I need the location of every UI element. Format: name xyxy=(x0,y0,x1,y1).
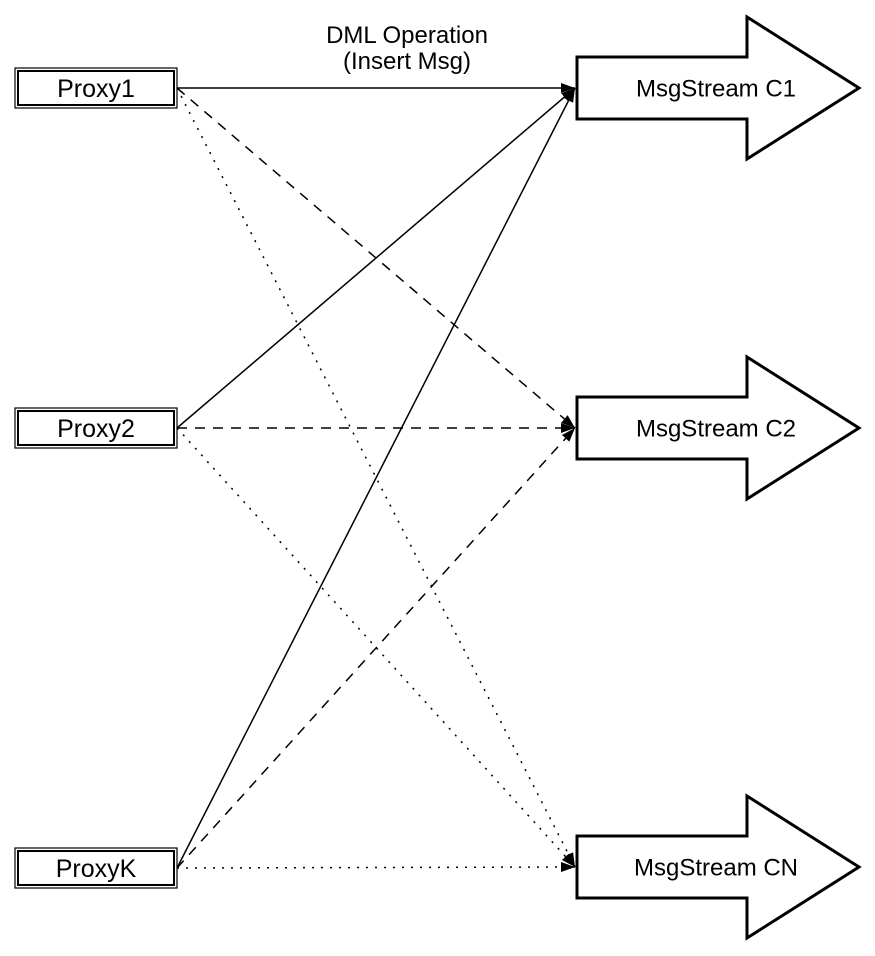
proxy-label: ProxyK xyxy=(56,855,137,883)
edge-proxyk-cn xyxy=(176,862,576,873)
stream-node-cn: MsgStream CN xyxy=(575,793,862,941)
block-arrow-shape xyxy=(575,354,862,502)
dml-operation-label-line1: DML Operation xyxy=(326,22,488,49)
block-arrow-shape xyxy=(575,793,862,941)
proxy-box-inner xyxy=(17,850,175,886)
proxy-box-outer xyxy=(14,847,178,889)
edges-layer xyxy=(176,83,576,873)
dml-operation-label-line2: (Insert Msg) xyxy=(343,48,471,75)
stream-label: MsgStream C2 xyxy=(636,415,796,442)
stream-node-c2: MsgStream C2 xyxy=(575,354,862,502)
proxy-label: Proxy1 xyxy=(57,75,135,103)
edge-proxyk-c2 xyxy=(176,427,576,869)
proxy-box-outer xyxy=(14,67,178,109)
edge-proxyk-c1 xyxy=(176,87,576,869)
stream-node-c1: MsgStream C1 xyxy=(575,14,862,162)
proxy-node-proxy2: Proxy2 xyxy=(14,407,178,449)
stream-label: MsgStream C1 xyxy=(636,75,796,102)
block-arrow-shape xyxy=(575,14,862,162)
proxy-box-inner xyxy=(17,410,175,446)
dml-operation-label: DML Operation (Insert Msg) xyxy=(326,22,488,75)
edge-proxy1-cn xyxy=(176,87,576,868)
proxy-box-inner xyxy=(17,70,175,106)
stream-label: MsgStream CN xyxy=(634,854,798,881)
edge-proxy2-c1 xyxy=(176,87,576,429)
proxy-node-proxyk: ProxyK xyxy=(14,847,178,889)
proxy-box-outer xyxy=(14,407,178,449)
proxy-label: Proxy2 xyxy=(57,415,135,443)
proxy-node-proxy1: Proxy1 xyxy=(14,67,178,109)
